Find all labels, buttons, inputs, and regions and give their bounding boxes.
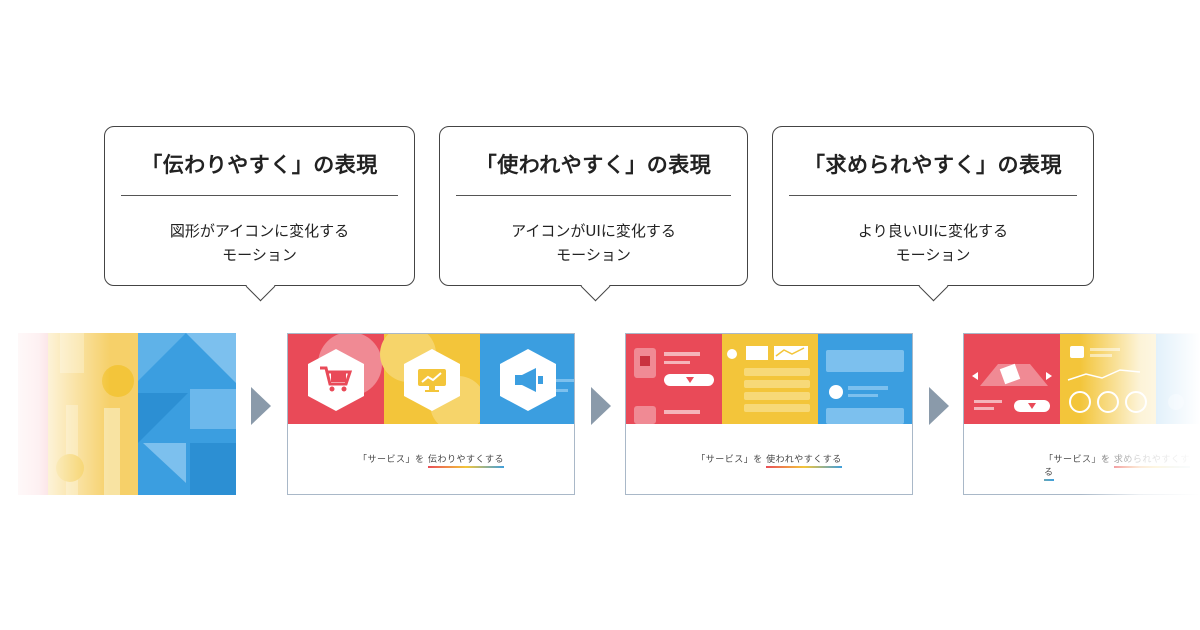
desc-line: アイコンがUIに変化する [511,222,676,240]
caption-prefix: 「サービス」を [358,455,425,465]
bubble-description: より良いUIに変化する モーション [773,219,1093,267]
desc-line: モーション [895,246,971,264]
bubble-tail [918,271,949,302]
caption-prefix: 「サービス」を [1044,455,1111,465]
divider [789,195,1077,196]
bubble-title: 「使われやすく」の表現 [475,153,712,177]
bubble-title: 「求められやすく」の表現 [804,153,1062,177]
card-caption: 「サービス」を 伝わりやすくする [288,452,574,468]
bubble-title: 「伝わりやすく」の表現 [141,153,378,177]
desc-line: モーション [222,246,297,264]
bubble-demanded: 「求められやすく」の表現 より良いUIに変化する モーション [772,126,1094,302]
bubble-usable: 「使われやすく」の表現 アイコンがUIに変化する モーション [439,126,748,302]
bubble-description: アイコンがUIに変化する モーション [440,219,747,267]
bubble-description: 図形がアイコンに変化する モーション [105,219,414,267]
card-caption: 「サービス」を 使われやすくする [626,452,912,468]
arrow-right-icon [929,387,949,425]
shapes-panel [18,333,236,495]
bubble-tail [580,271,611,302]
cart-icon [320,366,353,392]
ui-card: 「サービス」を 使われやすくする [625,333,913,495]
shapes-illustration [18,333,236,495]
arrow-right-icon [591,387,611,425]
left-fade [0,333,110,495]
divider [456,195,731,196]
monitor-icon [418,369,446,392]
desc-line: より良いUIに変化する [857,222,1009,240]
caption-prefix: 「サービス」を [696,455,763,465]
caption-highlight: 伝わりやすくする [427,455,504,468]
bubble-communicate: 「伝わりやすく」の表現 図形がアイコンに変化する モーション [104,126,415,302]
arrow-right-icon [251,387,271,425]
desc-line: 図形がアイコンに変化する [169,222,350,240]
icons-card: 「サービス」を 伝わりやすくする [287,333,575,495]
megaphone-icon [515,368,543,392]
divider [121,195,398,196]
right-fade [1080,330,1200,500]
ui-illustration [626,334,912,424]
caption-highlight: 使われやすくする [766,455,842,468]
desc-line: モーション [556,246,631,264]
bubble-tail [245,271,276,302]
